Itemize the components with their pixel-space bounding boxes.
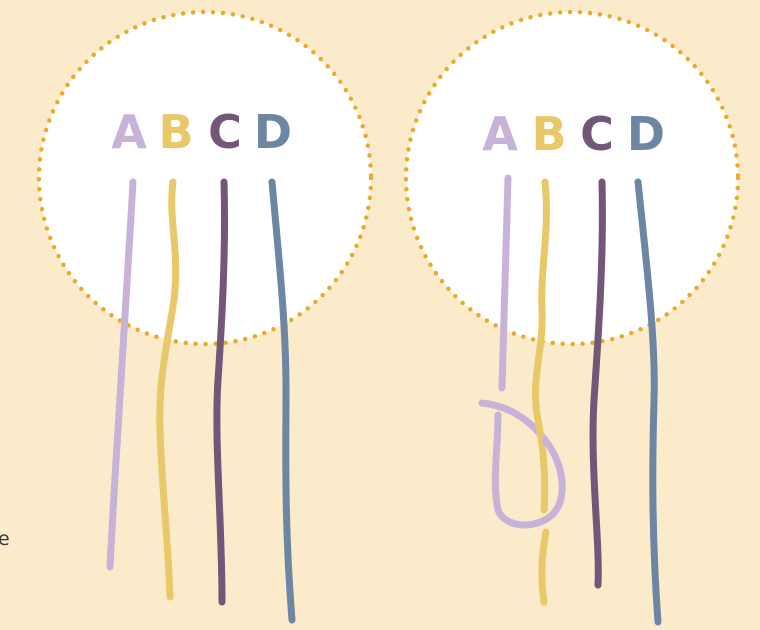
right-strand-b-lower — [542, 532, 546, 602]
left-label-a: A — [111, 105, 147, 159]
right-frame-circle — [406, 12, 738, 344]
right-panel: A B C D — [406, 12, 738, 622]
left-label-b: B — [158, 105, 193, 159]
right-label-b: B — [531, 107, 566, 161]
left-frame-circle — [39, 12, 371, 344]
left-label-c: C — [208, 105, 242, 159]
right-label-d: D — [627, 107, 665, 161]
right-label-a: A — [482, 107, 518, 161]
edge-text-fragment: e — [0, 528, 10, 550]
left-panel: A B C D — [39, 12, 371, 620]
left-label-d: D — [254, 105, 292, 159]
right-strand-a-loop — [495, 415, 562, 525]
right-label-c: C — [580, 107, 614, 161]
